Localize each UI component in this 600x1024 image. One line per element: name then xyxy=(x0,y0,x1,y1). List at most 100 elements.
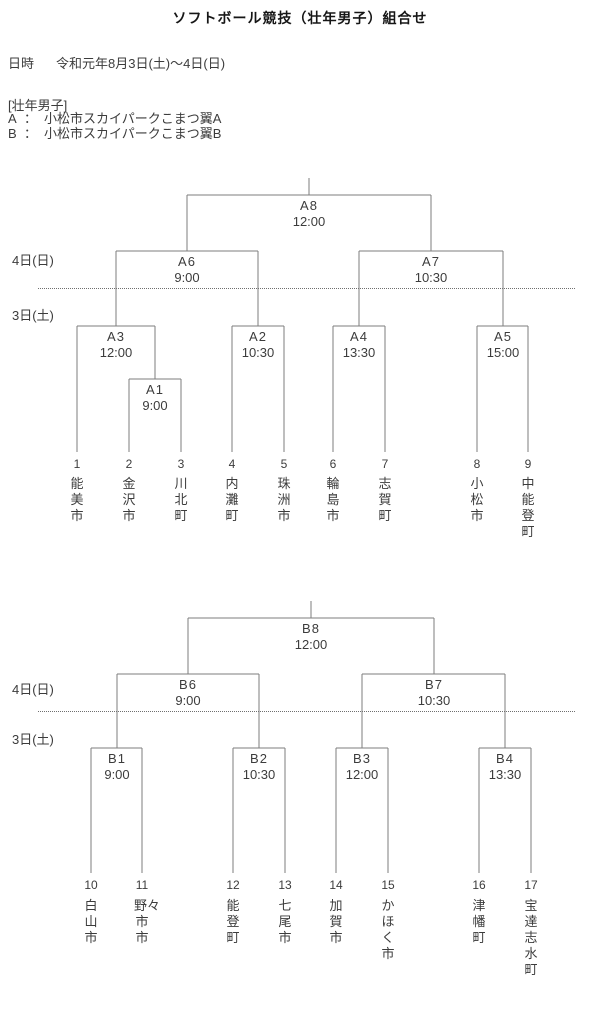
team-9-number: 9 xyxy=(524,457,532,471)
date-label: 日時 xyxy=(8,56,35,71)
team-5-name: 珠洲市 xyxy=(277,476,291,523)
page-title: ソフトボール競技（壮年男子）組合せ xyxy=(172,10,428,26)
team-1-number: 1 xyxy=(73,457,81,471)
match-A1-time: 9:00 xyxy=(142,398,168,413)
match-B2-time: 10:30 xyxy=(242,767,276,782)
team-12-name: 能登町 xyxy=(226,898,240,945)
match-B3-time: 12:00 xyxy=(345,767,379,782)
match-B8-id: B8 xyxy=(302,621,320,636)
team-3-name: 川北町 xyxy=(174,476,188,523)
match-B6-time: 9:00 xyxy=(175,693,201,708)
team-7-name: 志賀町 xyxy=(378,476,392,523)
match-B7-id: B7 xyxy=(425,677,443,692)
match-A2-id: A2 xyxy=(249,329,267,344)
match-A7-id: A7 xyxy=(422,254,440,269)
team-5-number: 5 xyxy=(280,457,288,471)
match-A1-id: A1 xyxy=(146,382,164,397)
team-7-number: 7 xyxy=(381,457,389,471)
legend-row-b: B ： 小松市スカイパークこまつ翼B xyxy=(8,126,221,141)
team-11-number: 11 xyxy=(135,878,149,892)
team-17-number: 17 xyxy=(524,878,538,892)
match-A7-time: 10:30 xyxy=(414,270,448,285)
match-A3-id: A3 xyxy=(107,329,125,344)
team-4-number: 4 xyxy=(228,457,236,471)
team-9-name: 中能登町 xyxy=(521,476,535,539)
match-B2-id: B2 xyxy=(250,751,268,766)
team-10-number: 10 xyxy=(84,878,98,892)
legend-row-a: A ： 小松市スカイパークこまつ翼A xyxy=(8,111,221,126)
match-A5-time: 15:00 xyxy=(486,345,520,360)
team-12-number: 12 xyxy=(226,878,240,892)
team-2-name: 金沢市 xyxy=(122,476,136,523)
date-line: 日時 令和元年8月3日(土)～4日(日) xyxy=(8,53,225,72)
legend-value-b: 小松市スカイパークこまつ翼B xyxy=(44,126,222,141)
day-divider-a xyxy=(38,288,575,289)
team-1-name: 能美市 xyxy=(70,476,84,523)
team-15-name: かほく市 xyxy=(381,898,395,961)
legend-key-b: B xyxy=(8,126,17,141)
team-16-number: 16 xyxy=(472,878,486,892)
team-15-number: 15 xyxy=(381,878,395,892)
team-16-name: 津幡町 xyxy=(472,898,486,945)
team-14-name: 加賀市 xyxy=(329,898,343,945)
day-label-saturday-a: 3日(土) xyxy=(12,308,54,323)
legend-value-a: 小松市スカイパークこまつ翼A xyxy=(44,111,222,126)
team-14-number: 14 xyxy=(329,878,343,892)
day-label-sunday-b: 4日(日) xyxy=(12,682,54,697)
legend-key-a: A xyxy=(8,111,17,126)
date-value: 令和元年8月3日(土)～4日(日) xyxy=(56,56,226,71)
match-A4-id: A4 xyxy=(350,329,368,344)
day-label-saturday-b: 3日(土) xyxy=(12,732,54,747)
team-11-name: 野々市市 xyxy=(134,898,161,945)
match-B4-time: 13:30 xyxy=(488,767,522,782)
match-B8-time: 12:00 xyxy=(294,637,328,652)
category-header: [壮年男子] xyxy=(8,98,68,113)
team-17-name: 宝達志水町 xyxy=(524,898,538,977)
day-label-sunday-a: 4日(日) xyxy=(12,253,54,268)
match-A8-id: A8 xyxy=(300,198,318,213)
team-4-name: 内灘町 xyxy=(225,476,239,523)
team-6-number: 6 xyxy=(329,457,337,471)
team-8-name: 小松市 xyxy=(470,476,484,523)
team-6-name: 輪島市 xyxy=(326,476,340,523)
day-divider-b xyxy=(38,711,575,712)
team-8-number: 8 xyxy=(473,457,481,471)
match-A5-id: A5 xyxy=(494,329,512,344)
match-B1-id: B1 xyxy=(108,751,126,766)
match-A4-time: 13:30 xyxy=(342,345,376,360)
team-2-number: 2 xyxy=(125,457,133,471)
team-13-number: 13 xyxy=(278,878,292,892)
match-B6-id: B6 xyxy=(179,677,197,692)
team-3-number: 3 xyxy=(177,457,185,471)
match-A6-id: A6 xyxy=(178,254,196,269)
legend-separator-b: ： xyxy=(24,126,38,141)
match-B3-id: B3 xyxy=(353,751,371,766)
match-A2-time: 10:30 xyxy=(241,345,275,360)
legend: A ： 小松市スカイパークこまつ翼A B ： 小松市スカイパークこまつ翼B xyxy=(8,111,221,141)
legend-separator-a: ： xyxy=(24,111,38,126)
match-A6-time: 9:00 xyxy=(174,270,200,285)
match-B4-id: B4 xyxy=(496,751,514,766)
match-B1-time: 9:00 xyxy=(104,767,130,782)
match-A3-time: 12:00 xyxy=(99,345,133,360)
match-B7-time: 10:30 xyxy=(417,693,451,708)
team-13-name: 七尾市 xyxy=(278,898,292,945)
match-A8-time: 12:00 xyxy=(292,214,326,229)
